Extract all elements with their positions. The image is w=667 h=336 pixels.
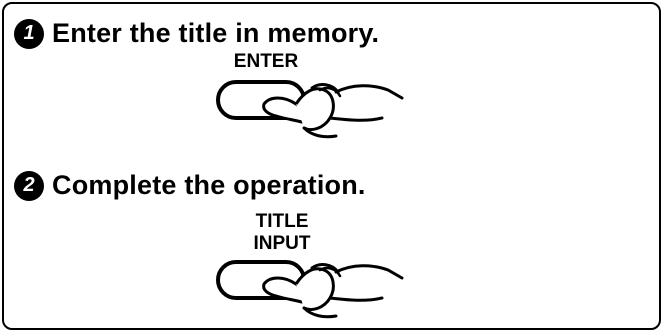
step-1: 1 Enter the title in memory. (14, 18, 379, 49)
enter-button-label: ENTER (216, 51, 316, 73)
title-input-button-press-icon (216, 260, 404, 319)
instruction-panel (2, 2, 661, 330)
enter-button-press-icon (216, 80, 404, 139)
hand-knuckles (294, 87, 335, 132)
title-input-button-label: TITLE INPUT (232, 211, 332, 255)
step-2: 2 Complete the operation. (14, 170, 366, 201)
step-1-number-badge: 1 (14, 18, 44, 49)
step-2-text: Complete the operation. (52, 170, 366, 200)
title-input-label-line-2: INPUT (253, 233, 311, 254)
title-input-label-line-1: TITLE (255, 211, 309, 232)
step-2-number-badge: 2 (14, 170, 44, 201)
step-1-text: Enter the title in memory. (52, 18, 380, 48)
hand-knuckles (294, 267, 335, 312)
enter-button-label-line: ENTER (233, 51, 299, 72)
